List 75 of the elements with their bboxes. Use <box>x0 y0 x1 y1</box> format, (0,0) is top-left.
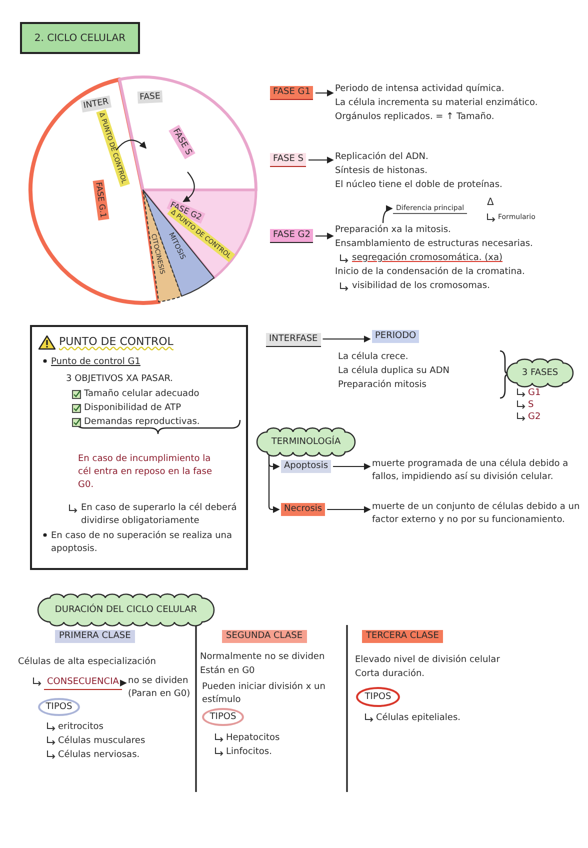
section-tag: INTERFASE <box>266 333 321 347</box>
arrow <box>315 90 334 96</box>
note-text: Periodo de intensa actividad química. <box>335 83 506 96</box>
note-text: Corta duración. <box>355 668 425 681</box>
note-text: S <box>528 399 534 412</box>
info-card <box>30 325 248 570</box>
arrow <box>308 156 334 164</box>
note-text: El núcleo tiene el doble de proteínas. <box>335 179 504 192</box>
note-text: En caso de incumplimiento la cél entra en reposo en la fase G0. <box>78 453 213 492</box>
note-text: Punto de control G1 <box>51 356 140 369</box>
note-text: visibilidad de los cromosomas. <box>352 280 490 293</box>
arrow <box>327 506 371 513</box>
circled-label: TIPOS <box>356 687 400 707</box>
note-text: Síntesis de histonas. <box>335 165 429 178</box>
note-text: muerte de un conjunto de células debido a un factor externo y no por su funcionamiento. <box>372 501 581 527</box>
note-text: Inicio de la condensación de la cromatina. <box>335 266 526 279</box>
note-text: En caso de superarlo la cél deberá dividirse obligatoriamente <box>81 502 238 528</box>
note-text: Están en G0 <box>200 665 255 678</box>
note-text: Pueden iniciar división x un estímulo <box>202 681 326 707</box>
arrow <box>268 454 280 513</box>
arrow <box>382 205 393 224</box>
note-text: 3 OBJETIVOS XA PASAR. <box>66 373 174 386</box>
note-text: Preparación xa la mitosis. <box>335 224 452 237</box>
note-text: Normalmente no se dividen <box>200 651 326 664</box>
column-heading: SEGUNDA CLASE <box>222 630 307 643</box>
note-text: La célula crece. <box>338 351 410 364</box>
circled-label: TIPOS <box>38 698 80 716</box>
arrow <box>333 463 371 470</box>
phase-tag: FASE S <box>270 153 306 167</box>
note-text: Demandas reproductivas. <box>84 416 200 429</box>
phase-tag: FASE G1 <box>270 86 314 100</box>
segment-label: FASE <box>137 90 163 104</box>
note-text: eritrocitos <box>58 721 104 734</box>
heading-cloud: 3 FASES <box>505 361 575 385</box>
note-text: Orgánulos replicados. = ↑ Tamaño. <box>335 111 496 124</box>
note-text: G2 <box>528 411 541 424</box>
column-heading: PRIMERA CLASE <box>55 630 135 643</box>
segment-label: INTER <box>80 96 112 112</box>
note-text: La célula duplica su ADN <box>338 365 450 378</box>
note-text: Células epiteliales. <box>376 712 461 725</box>
title-banner: 2. CICLO CELULAR <box>20 22 140 54</box>
segment-label: FASE G.1 <box>92 180 110 220</box>
heading-cloud: DURACIÓN DEL CICLO CELULAR <box>36 596 216 624</box>
note-text: En caso de no superación se realiza una apoptosis. <box>51 530 233 556</box>
note-text: Disponibilidad de ATP <box>84 402 182 415</box>
circled-label: TIPOS <box>202 708 244 726</box>
note-text: Replicación del ADN. <box>335 151 430 164</box>
note-text: La célula incrementa su material enzimático. <box>335 97 539 110</box>
arrow <box>116 140 147 151</box>
highlight-tag: PERIODO <box>372 330 420 343</box>
note-text: segregación cromosomática. (xa) <box>352 252 503 265</box>
card-heading: PUNTO DE CONTROL <box>59 335 174 348</box>
note-text: no se dividen (Paran en G0) <box>128 675 192 701</box>
note-text: Ensamblamiento de estructuras necesarias. <box>335 238 534 251</box>
note-text: Células nerviosas. <box>58 749 140 762</box>
note-text: G1 <box>528 387 541 400</box>
arrow <box>120 680 127 686</box>
highlight-tag: CONSECUENCIA <box>44 676 122 690</box>
note-text: Δ <box>487 198 494 208</box>
note-text: Células musculares <box>58 735 146 748</box>
note-text: Hepatocitos <box>226 732 280 745</box>
note-text: muerte programada de una célula debido a fallos, impidiendo así su división celular. <box>372 458 570 484</box>
note-text: Elevado nivel de división celular <box>355 654 501 667</box>
arrow <box>322 336 371 342</box>
term-tag: Necrosis <box>281 503 326 516</box>
heading-cloud: TERMINOLOGÍA <box>255 430 357 454</box>
arrow <box>182 172 195 202</box>
phase-tag: FASE G2 <box>270 229 314 243</box>
note-text: Linfocitos. <box>226 746 272 759</box>
note-text: Tamaño celular adecuado <box>84 388 200 401</box>
column-heading: TERCERA CLASE <box>362 630 443 643</box>
arrow <box>315 232 334 240</box>
note-text: Células de alta especialización <box>18 656 156 669</box>
note-text: Preparación mitosis <box>338 379 428 392</box>
term-tag: Apoptosis <box>281 460 332 473</box>
